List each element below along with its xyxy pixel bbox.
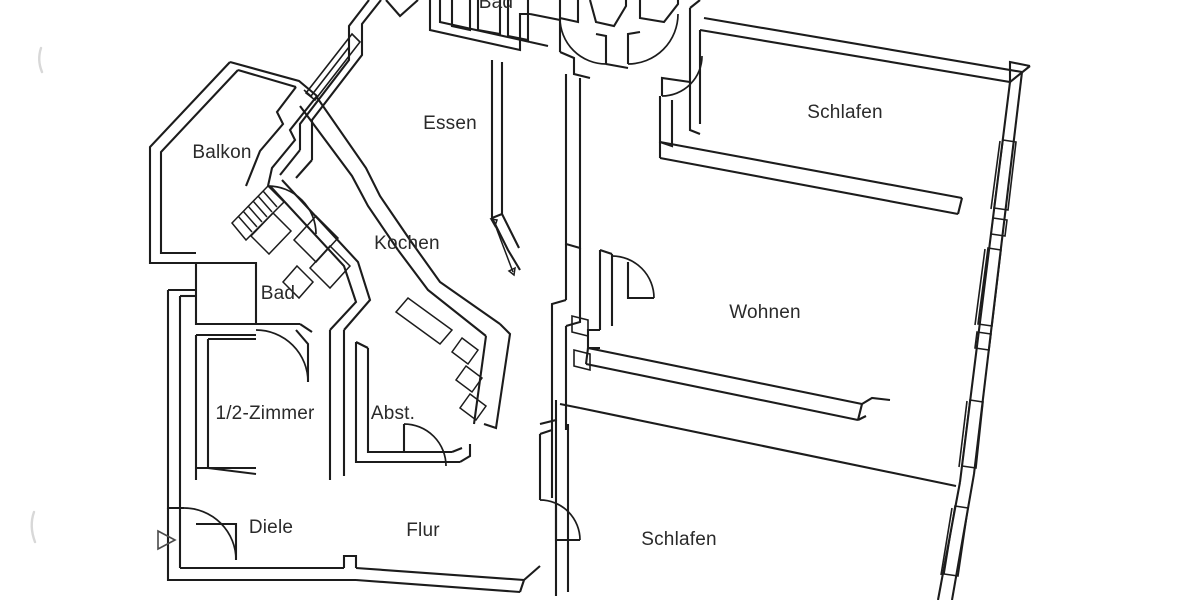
balkon-walls — [148, 60, 318, 265]
wohnen-walls — [584, 249, 891, 422]
essen-walls — [279, 0, 591, 271]
room-label-wohnen: Wohnen — [729, 302, 801, 323]
room-label-abstellraum: Abst. — [370, 403, 416, 424]
halbzimmer-walls — [166, 288, 238, 561]
bad-walls — [194, 261, 346, 480]
entrance-direction-triangle-icon — [157, 529, 177, 551]
scan-artifact-group — [30, 46, 44, 544]
schlafen-bottom-walls — [539, 400, 976, 600]
abstellraum-walls — [354, 341, 472, 467]
room-label-balkon: Balkon — [192, 142, 252, 163]
right-exterior-wall — [958, 65, 1031, 483]
room-label-bad: Bad — [260, 283, 296, 304]
room-label-halbzimmer: 1/2-Zimmer — [215, 403, 315, 424]
room-label-schlafen-bottom: Schlafen — [641, 529, 717, 550]
central-door-cluster — [558, 0, 680, 70]
schlafen-top-walls — [658, 0, 1031, 216]
room-label-diele: Diele — [248, 517, 294, 538]
room-label-essen: Essen — [423, 113, 477, 134]
room-label-flur: Flur — [406, 520, 440, 541]
diele-walls — [166, 498, 541, 594]
room-label-bad-top: Bad — [478, 0, 514, 13]
balkon-kitchen-connector — [245, 86, 318, 187]
dimension-arrow-icon — [489, 218, 516, 277]
room-label-schlafen-top: Schlafen — [807, 102, 883, 123]
flur-walls — [538, 74, 591, 542]
room-label-kochen: Kochen — [374, 233, 440, 254]
kitchen-fixtures — [230, 95, 512, 430]
top-bad-walls — [450, 0, 530, 42]
